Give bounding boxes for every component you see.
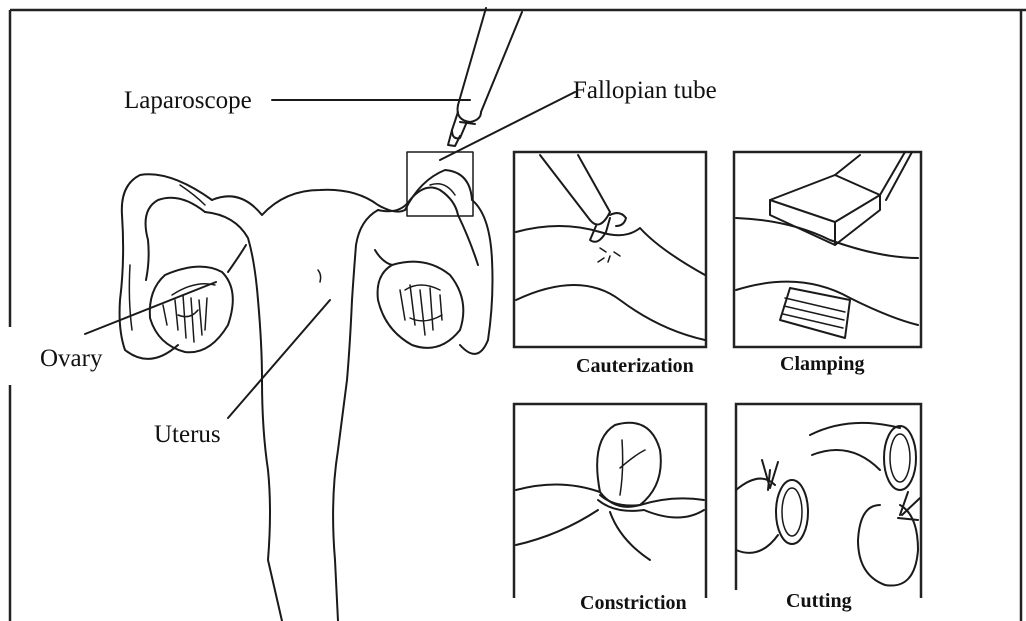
uterus-illustration xyxy=(120,152,493,621)
constriction-panel xyxy=(514,404,706,598)
uterus-label: Uterus xyxy=(154,421,221,448)
fallopian-tube-label: Fallopian tube xyxy=(573,77,717,104)
cauterization-panel xyxy=(514,152,706,347)
ovary-label: Ovary xyxy=(40,345,103,372)
clamping-panel xyxy=(734,152,921,347)
fallopian-tube-leader-line xyxy=(440,92,575,160)
cauterization-caption: Cauterization xyxy=(576,355,694,377)
laparoscope-label: Laparoscope xyxy=(124,87,252,114)
cutting-caption: Cutting xyxy=(786,590,852,612)
uterus-leader-line xyxy=(228,300,330,418)
cutting-panel xyxy=(736,404,921,598)
ovary-leader-line xyxy=(85,282,216,334)
constriction-caption: Constriction xyxy=(580,592,687,614)
clamping-caption: Clamping xyxy=(780,353,864,375)
